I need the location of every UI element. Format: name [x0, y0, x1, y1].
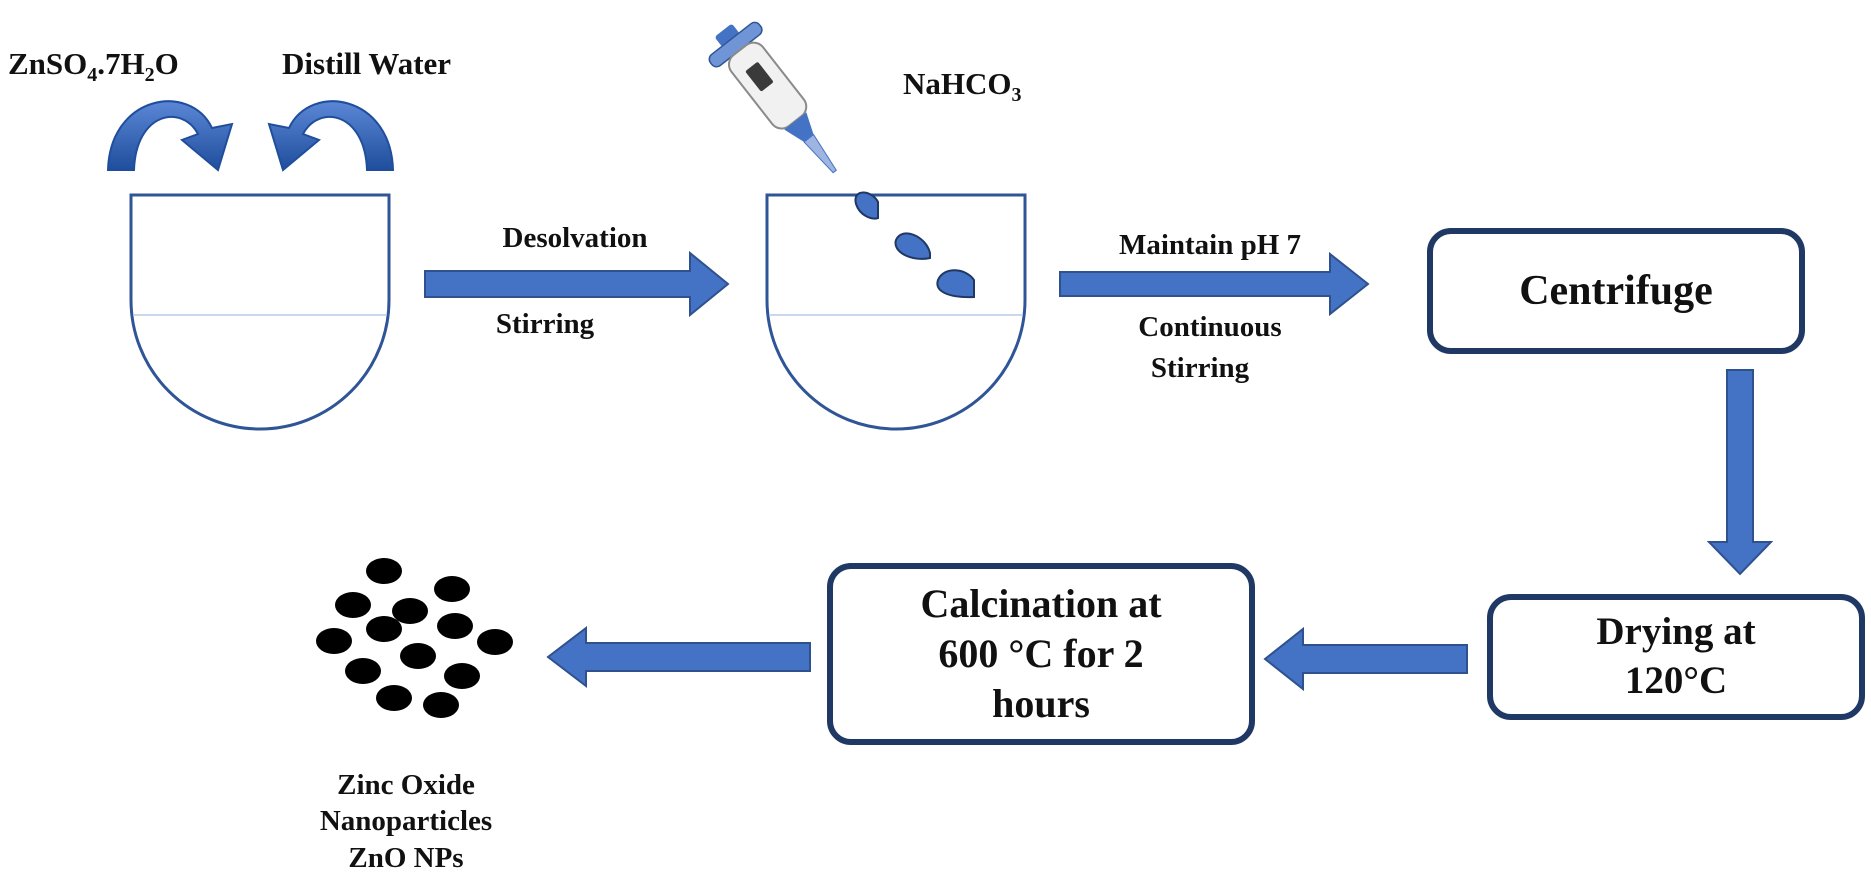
drying-label: Drying at 120°C: [1596, 610, 1756, 702]
curved-arrow-right-icon: [267, 100, 395, 172]
droplet-icon: [936, 269, 975, 299]
arrow-to-product: [546, 625, 811, 689]
product-line-3: ZnO NPs: [348, 841, 464, 874]
beaker-2: [765, 193, 1027, 431]
drying-box: Drying at 120°C: [1487, 594, 1865, 720]
product-label: Zinc Oxide Nanoparticles ZnO NPs: [256, 767, 556, 876]
sodium-bicarbonate-label: NaHCO3: [903, 66, 1022, 107]
droplet-icon: [854, 191, 879, 220]
distill-water-label: Distill Water: [282, 46, 452, 81]
calcination-label: Calcination at 600 °C for 2 hours: [920, 581, 1162, 726]
arrow-down: [1706, 369, 1774, 576]
beaker-1: [129, 193, 391, 431]
continuous-stirring-label: Stirring: [1150, 352, 1250, 384]
nanoparticles-icon: [316, 558, 513, 718]
droplet-icon: [894, 232, 931, 260]
stirring-label: Stirring: [495, 308, 595, 340]
pipette-icon: [688, 10, 858, 190]
curved-arrow-left-icon: [106, 100, 234, 172]
product-line-1: Zinc Oxide: [337, 769, 475, 801]
arrow-desolvation: [424, 250, 730, 318]
maintain-ph-label: Maintain pH 7: [1118, 229, 1302, 261]
zinc-sulfate-label: ZnSO4.7H2O: [8, 46, 179, 87]
calcination-box: Calcination at 600 °C for 2 hours: [827, 563, 1255, 745]
centrifuge-label: Centrifuge: [1519, 267, 1713, 314]
desolvation-label: Desolvation: [502, 222, 648, 254]
arrow-to-calcination: [1263, 626, 1468, 692]
product-line-2: Nanoparticles: [319, 805, 493, 838]
continuous-label: Continuous: [1138, 311, 1282, 343]
centrifuge-box: Centrifuge: [1427, 228, 1805, 354]
arrow-maintain-ph: [1059, 251, 1370, 317]
